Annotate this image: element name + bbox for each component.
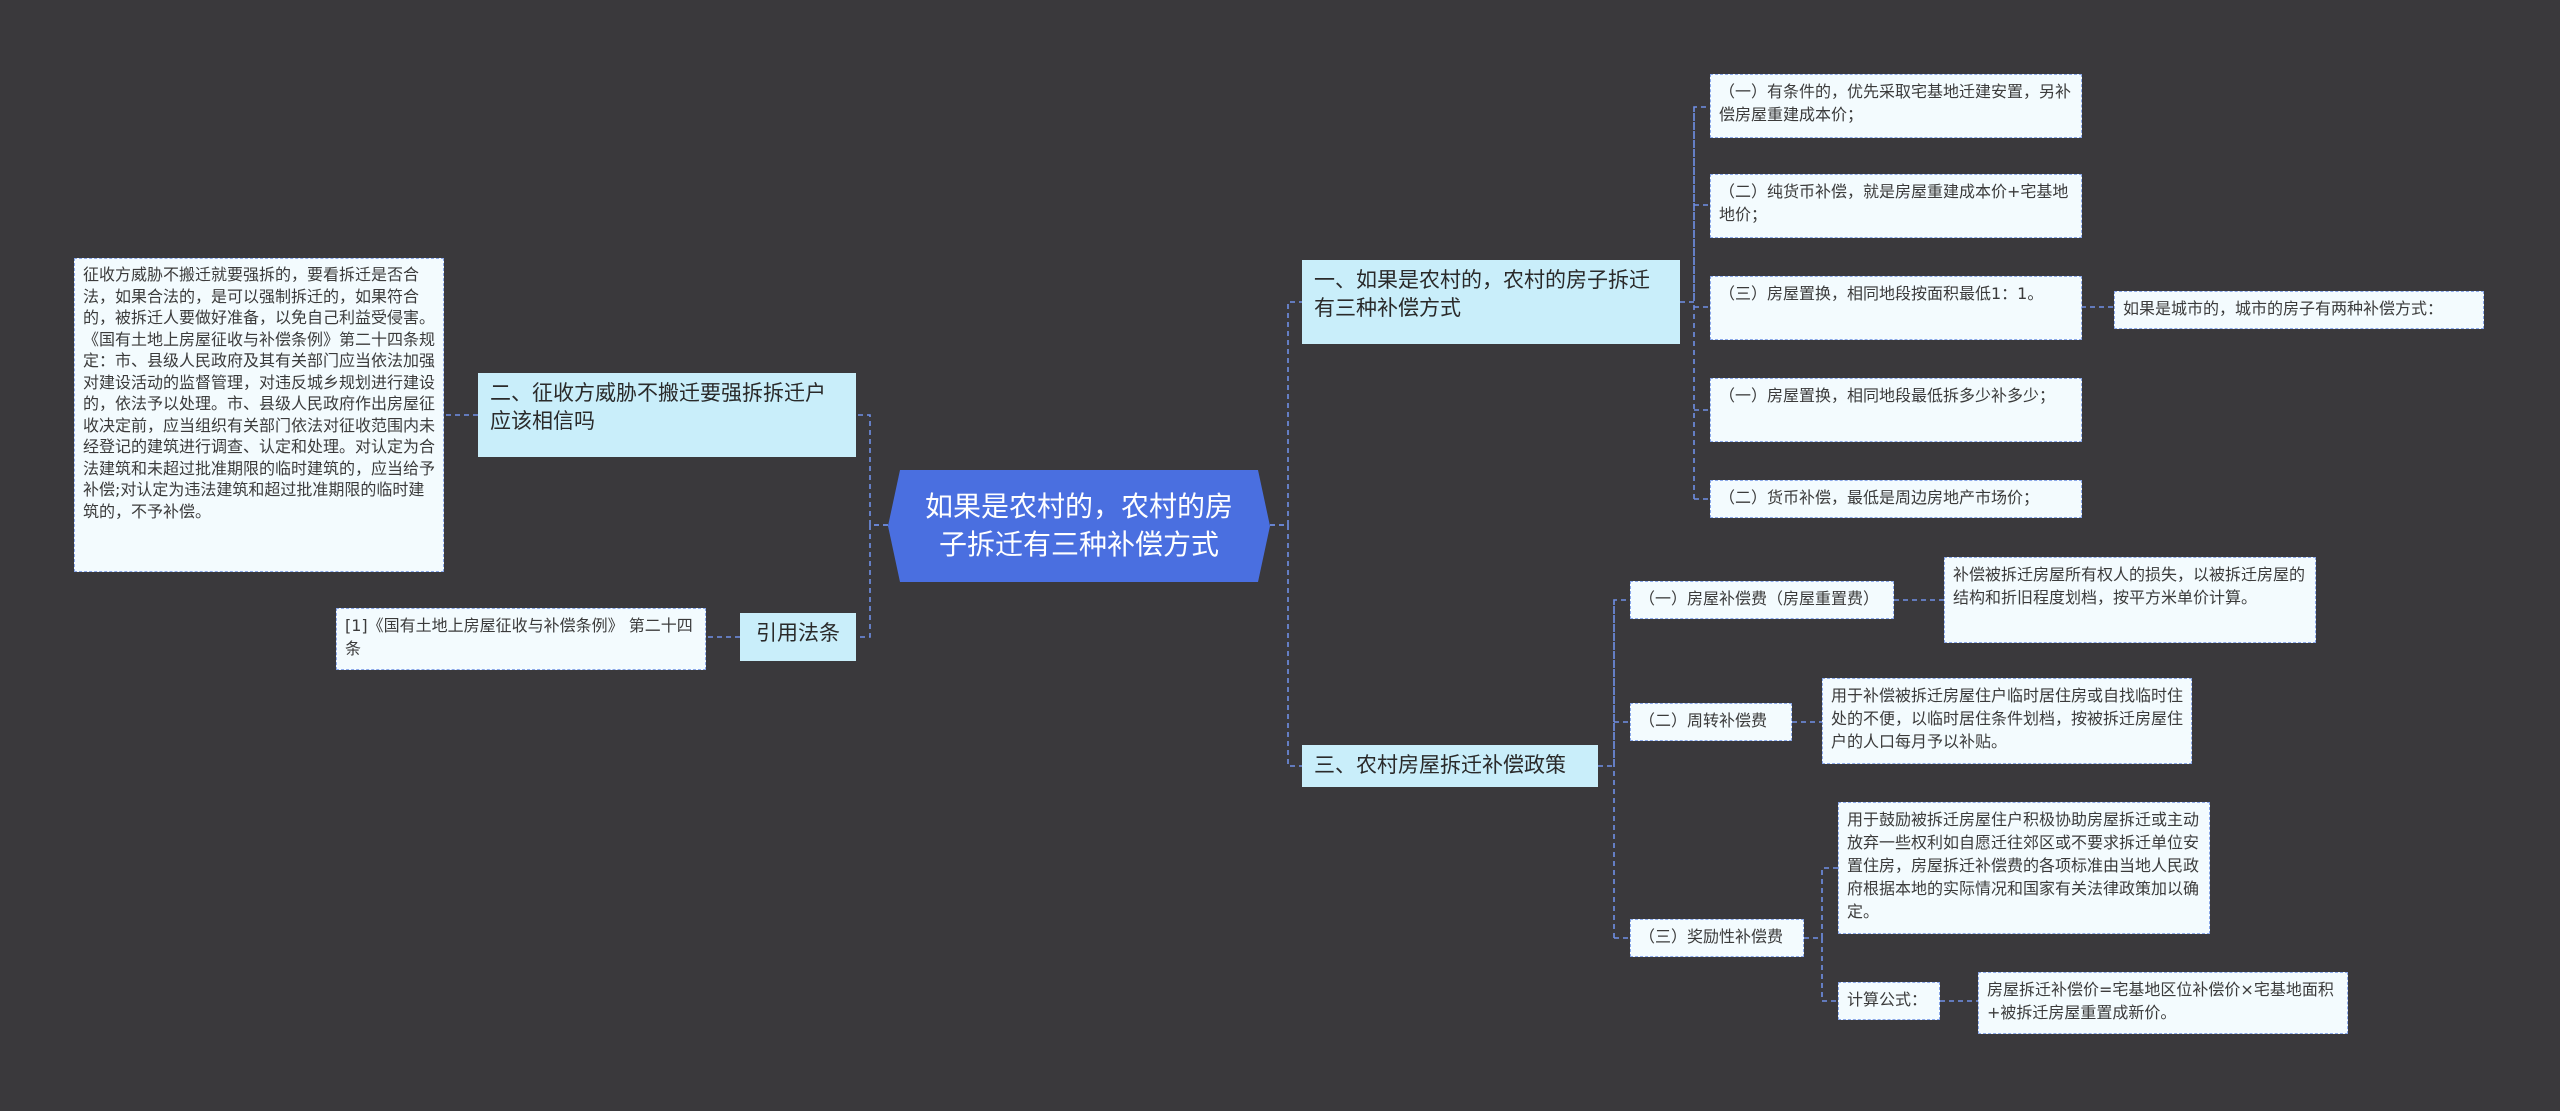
leaf-item-text: （一）房屋置换，相同地段最低拆多少补多少； bbox=[1719, 386, 2056, 405]
leaf-item[interactable]: （二）纯货币补偿，就是房屋重建成本价+宅基地地价； bbox=[1710, 174, 2082, 238]
leaf-item[interactable]: （三）房屋置换，相同地段按面积最低1：1。 bbox=[1710, 276, 2082, 340]
link-root-branch1 bbox=[1270, 301, 1302, 526]
policy-item-label: （二）周转补偿费 bbox=[1639, 711, 1768, 730]
link-root-branch2 bbox=[856, 414, 888, 526]
policy-detail[interactable]: 补偿被拆迁房屋所有权人的损失，以被拆迁房屋的结构和折旧程度划档，按平方米单价计算… bbox=[1944, 557, 2316, 643]
branch-cited-law-label: 引用法条 bbox=[756, 621, 840, 645]
leaf-item-text: （二）货币补偿，最低是周边房地产市场价； bbox=[1719, 488, 2040, 507]
policy-item[interactable]: （一）房屋补偿费（房屋重置费） bbox=[1630, 581, 1894, 619]
branch-forced-demolition[interactable]: 二、征收方威胁不搬迁要强拆拆迁户应该相信吗 bbox=[478, 373, 856, 457]
leaf-item-text: （二）纯货币补偿，就是房屋重建成本价+宅基地地价； bbox=[1719, 182, 2069, 224]
policy-item[interactable]: （三）奖励性补偿费 bbox=[1630, 919, 1804, 957]
policy-item-label: （三）奖励性补偿费 bbox=[1639, 927, 1784, 946]
branch-rural-compensation-label: 一、如果是农村的，农村的房子拆迁有三种补偿方式 bbox=[1314, 268, 1650, 320]
policy-detail[interactable]: 用于补偿被拆迁房屋住户临时居住房或自找临时住处的不便，以临时居住条件划档，按被拆… bbox=[1822, 678, 2192, 764]
policy-item[interactable]: （二）周转补偿费 bbox=[1630, 703, 1792, 741]
branch-forced-demolition-detail-text: 征收方威胁不搬迁就要强拆的，要看拆迁是否合法，如果合法的，是可以强制拆迁的，如果… bbox=[83, 265, 436, 521]
cited-law-detail[interactable]: [1]《国有土地上房屋征收与补偿条例》 第二十四条 bbox=[336, 608, 706, 670]
branch-rural-compensation[interactable]: 一、如果是农村的，农村的房子拆迁有三种补偿方式 bbox=[1302, 260, 1680, 344]
branch-forced-demolition-detail[interactable]: 征收方威胁不搬迁就要强拆的，要看拆迁是否合法，如果合法的，是可以强制拆迁的，如果… bbox=[74, 258, 444, 572]
branch-cited-law[interactable]: 引用法条 bbox=[740, 613, 856, 661]
formula-value-text: 房屋拆迁补偿价=宅基地区位补偿价×宅基地面积+被拆迁房屋重置成新价。 bbox=[1987, 980, 2334, 1022]
link-branch3-items bbox=[1598, 599, 1630, 939]
leaf-item[interactable]: （一）有条件的，优先采取宅基地迁建安置，另补偿房屋重建成本价； bbox=[1710, 74, 2082, 138]
leaf-item[interactable]: （一）房屋置换，相同地段最低拆多少补多少； bbox=[1710, 378, 2082, 442]
side-note-text: 如果是城市的，城市的房子有两种补偿方式： bbox=[2123, 299, 2444, 318]
branch-rural-policy-label: 三、农村房屋拆迁补偿政策 bbox=[1314, 753, 1566, 777]
leaf-item-text: （一）有条件的，优先采取宅基地迁建安置，另补偿房屋重建成本价； bbox=[1719, 82, 2072, 124]
formula-value[interactable]: 房屋拆迁补偿价=宅基地区位补偿价×宅基地面积+被拆迁房屋重置成新价。 bbox=[1978, 972, 2348, 1034]
link-root-branch4 bbox=[856, 524, 888, 638]
link-branch1-items bbox=[1680, 106, 1710, 500]
cited-law-detail-text: [1]《国有土地上房屋征收与补偿条例》 第二十四条 bbox=[345, 616, 693, 658]
policy-detail-text: 补偿被拆迁房屋所有权人的损失，以被拆迁房屋的结构和折旧程度划档，按平方米单价计算… bbox=[1953, 565, 2306, 607]
policy-detail-text: 用于鼓励被拆迁房屋住户积极协助房屋拆迁或主动放弃一些权利如自愿迁往郊区或不要求拆… bbox=[1847, 810, 2200, 921]
leaf-item[interactable]: （二）货币补偿，最低是周边房地产市场价； bbox=[1710, 480, 2082, 518]
root-topic-label: 如果是农村的，农村的房子拆迁有三种补偿方式 bbox=[924, 490, 1233, 561]
leaf-item-text: （三）房屋置换，相同地段按面积最低1：1。 bbox=[1719, 284, 2044, 303]
policy-detail[interactable]: 用于鼓励被拆迁房屋住户积极协助房屋拆迁或主动放弃一些权利如自愿迁往郊区或不要求拆… bbox=[1838, 802, 2210, 934]
policy-item-label: （一）房屋补偿费（房屋重置费） bbox=[1639, 589, 1880, 608]
branch-forced-demolition-label: 二、征收方威胁不搬迁要强拆拆迁户应该相信吗 bbox=[490, 381, 826, 433]
root-topic[interactable]: 如果是农村的，农村的房子拆迁有三种补偿方式 bbox=[888, 470, 1270, 582]
branch-rural-policy[interactable]: 三、农村房屋拆迁补偿政策 bbox=[1302, 745, 1598, 787]
link-root-branch3 bbox=[1270, 524, 1302, 767]
formula-label[interactable]: 计算公式： bbox=[1838, 982, 1940, 1020]
link-sub3-detail bbox=[1804, 867, 1838, 1002]
side-note[interactable]: 如果是城市的，城市的房子有两种补偿方式： bbox=[2114, 291, 2484, 329]
policy-detail-text: 用于补偿被拆迁房屋住户临时居住房或自找临时住处的不便，以临时居住条件划档，按被拆… bbox=[1831, 686, 2184, 751]
formula-label-text: 计算公式： bbox=[1847, 990, 1928, 1009]
